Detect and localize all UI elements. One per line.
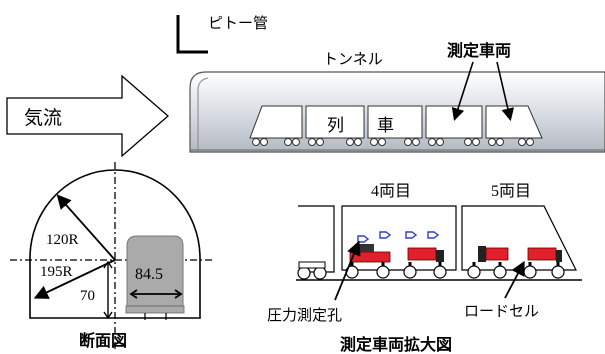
train-cross-section [126, 235, 184, 307]
pressure-hole-marker-3 [405, 231, 418, 239]
car-4-label: 4両目 [371, 183, 411, 200]
pitot-tube-group: ピトー管 [176, 14, 268, 54]
bogie-car-4-rear [403, 247, 447, 279]
bogie-car-5-rear [523, 247, 565, 279]
cross-section-title: 断面図 [79, 331, 127, 350]
train-label-2: 車 [377, 116, 394, 136]
measurement-cars-callout: 測定車両 [447, 41, 515, 122]
pressure-hole-marker-2 [379, 231, 392, 239]
train-car-1 [249, 105, 303, 146]
tunnel-portal-line [197, 77, 209, 150]
train-car-5 [485, 105, 543, 146]
airflow-group: 気流 [6, 74, 169, 158]
cross-section-group: 120R 195R 70 84.5 断面図 [10, 162, 212, 350]
width-84-5-dimension [129, 289, 183, 299]
pressure-holes [357, 231, 440, 243]
radius-120-arrow [56, 194, 116, 261]
car-5-label: 5両目 [491, 183, 531, 200]
enlarged-view-title: 測定車両拡大図 [340, 335, 452, 354]
bogie-car-3 [297, 261, 327, 280]
enlarged-view-group: 4両目 5両目 [267, 183, 582, 354]
train-car-2: 列 [305, 105, 365, 146]
pressure-hole-label: 圧力測定孔 [267, 306, 342, 324]
arrow-to-car-4 [451, 61, 474, 122]
pressure-hole-arrow [334, 240, 361, 301]
load-cell-arrow [504, 260, 525, 299]
pitot-tube-icon [176, 15, 208, 54]
radius-195-label: 195R [40, 264, 73, 280]
radius-195-arrow [33, 259, 116, 299]
train-cross-section-base [125, 305, 185, 314]
bogie-car-5-front [467, 246, 509, 279]
train-label-1: 列 [327, 116, 344, 136]
train-group: 列 車 [249, 105, 543, 146]
radius-120-label: 120R [46, 232, 79, 248]
arrow-to-car-5 [496, 61, 515, 122]
tunnel-label: トンネル [323, 50, 383, 68]
pitot-tube-label: ピトー管 [208, 14, 268, 32]
airflow-label: 気流 [24, 107, 62, 129]
height-70-dimension [103, 260, 113, 320]
load-cell-block-3 [485, 247, 509, 261]
bogie-car-4-front [345, 244, 391, 279]
load-cell-block-4 [527, 247, 557, 261]
airflow-arrow [6, 74, 169, 158]
load-cell-block-1 [349, 251, 391, 263]
measurement-cars-label: 測定車両 [447, 41, 511, 60]
load-cell-block-2 [407, 247, 437, 261]
width-84-5-label: 84.5 [135, 266, 163, 283]
height-70-label: 70 [80, 288, 95, 304]
train-car-3: 車 [367, 105, 423, 146]
pressure-hole-marker-4 [427, 231, 440, 239]
load-cell-label: ロードセル [464, 302, 539, 320]
